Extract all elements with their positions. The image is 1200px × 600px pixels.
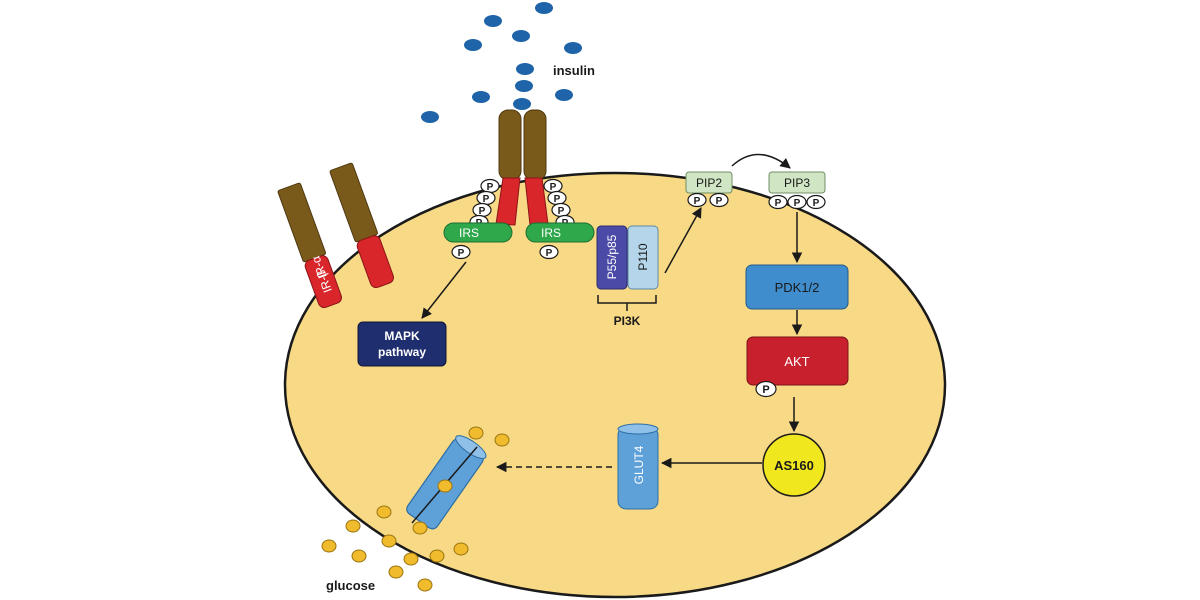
pip2-label: PIP2 <box>696 176 722 190</box>
phosphate-label: P <box>546 248 553 259</box>
insulin-molecule <box>464 39 482 51</box>
irs-right-label: IRS <box>541 226 561 240</box>
glucose-label: glucose <box>326 578 375 593</box>
ir-beta-subunit <box>304 255 342 309</box>
as160-label: AS160 <box>774 458 814 473</box>
phosphate-label: P <box>483 194 490 205</box>
mapk-label-line1: MAPK <box>384 329 420 343</box>
glucose-molecule <box>468 426 484 440</box>
phosphate-group <box>787 194 807 210</box>
insulin-molecule <box>535 2 553 14</box>
phosphate-label: P <box>813 198 820 209</box>
insulin-molecule <box>513 98 531 110</box>
insulin-molecule <box>484 15 502 27</box>
glucose-molecule <box>351 549 367 563</box>
p110-label: P110 <box>636 243 650 270</box>
phosphate-label: P <box>762 384 769 396</box>
arrow-pip2-to-pip3 <box>731 153 791 169</box>
insulin-molecule <box>512 30 530 42</box>
as160: AS160 <box>762 433 826 497</box>
phosphate-group <box>755 380 777 398</box>
glucose-molecule <box>376 505 392 519</box>
pi3k-label: PI3K <box>614 314 641 328</box>
phosphate-label: P <box>554 194 561 205</box>
ir-alpha-subunit <box>329 162 379 243</box>
insulin-molecule <box>564 42 582 54</box>
glucose-molecule <box>429 549 445 563</box>
akt: AKT P <box>746 336 849 398</box>
phosphate-label: P <box>458 248 465 259</box>
mapk-pathway: MAPK pathway <box>357 321 447 367</box>
active-insulin-receptor <box>495 109 549 226</box>
glucose-molecule <box>321 539 337 553</box>
receptor-phosphates-right: P P P P <box>543 178 575 230</box>
insulin-molecule <box>516 63 534 75</box>
glucose-molecule <box>345 519 361 533</box>
ir-alpha-subunit <box>277 182 327 263</box>
phosphate-label: P <box>716 196 723 207</box>
arrow-irs-to-mapk <box>421 261 467 319</box>
pdk-label: PDK1/2 <box>775 280 820 295</box>
phosphate-label: P <box>558 206 565 217</box>
pip3-label: PIP3 <box>784 176 810 190</box>
glucose-molecule <box>494 433 510 447</box>
p55-p85-label: P55/p85 <box>605 234 619 279</box>
glut4-vesicle: GLUT4 <box>617 423 659 510</box>
p110-subunit <box>627 225 659 290</box>
phosphate-label: P <box>775 198 782 209</box>
ir-alpha-subunit <box>523 109 547 181</box>
phosphate-group <box>709 192 729 208</box>
glucose-molecule <box>437 479 453 493</box>
inactive-insulin-receptor: IR-α IR-β <box>277 162 394 309</box>
irs-right: IRS P <box>525 222 595 260</box>
irs-left: IRS P <box>443 222 513 260</box>
glucose-molecule <box>381 534 397 548</box>
phosphate-group <box>806 194 826 210</box>
pdk1-2: PDK1/2 <box>745 264 849 310</box>
akt-label: AKT <box>784 354 809 369</box>
ir-alpha-subunit <box>498 109 522 181</box>
irs-left-label: IRS <box>459 226 479 240</box>
glut4-label: GLUT4 <box>632 445 646 484</box>
glucose-molecule <box>417 578 433 592</box>
insulin-molecules <box>421 2 582 123</box>
ir-beta-subunit <box>495 177 521 226</box>
mapk-label-line2: pathway <box>378 345 426 359</box>
pathway-arrows <box>421 153 803 473</box>
phosphate-group <box>768 194 788 210</box>
phosphate-group <box>687 192 707 208</box>
ir-beta-subunit <box>356 235 394 289</box>
phosphate-label: P <box>550 182 557 193</box>
glucose-molecule <box>453 542 469 556</box>
glucose-molecule <box>412 521 428 535</box>
phosphate-label: P <box>487 182 494 193</box>
arrow-pi3k-to-pip2 <box>664 207 702 274</box>
phosphate-label: P <box>694 196 701 207</box>
glucose-molecules <box>321 426 510 592</box>
insulin-molecule <box>555 89 573 101</box>
phosphate-label: P <box>794 198 801 209</box>
phosphate-group <box>539 244 559 260</box>
phosphate-group <box>451 244 471 260</box>
pi3k-complex: P55/p85 P110 PI3K <box>596 225 659 328</box>
insulin-label: insulin <box>553 63 595 78</box>
insulin-molecule <box>515 80 533 92</box>
pi3k-bracket <box>597 295 657 311</box>
pip2: PIP2 P P <box>685 171 733 208</box>
glucose-molecule <box>403 552 419 566</box>
insulin-molecule <box>421 111 439 123</box>
insulin-molecule <box>472 91 490 103</box>
p55-p85-subunit <box>596 225 628 290</box>
pip3: PIP3 P P P <box>768 171 826 210</box>
phosphate-label: P <box>479 206 486 217</box>
glucose-molecule <box>388 565 404 579</box>
